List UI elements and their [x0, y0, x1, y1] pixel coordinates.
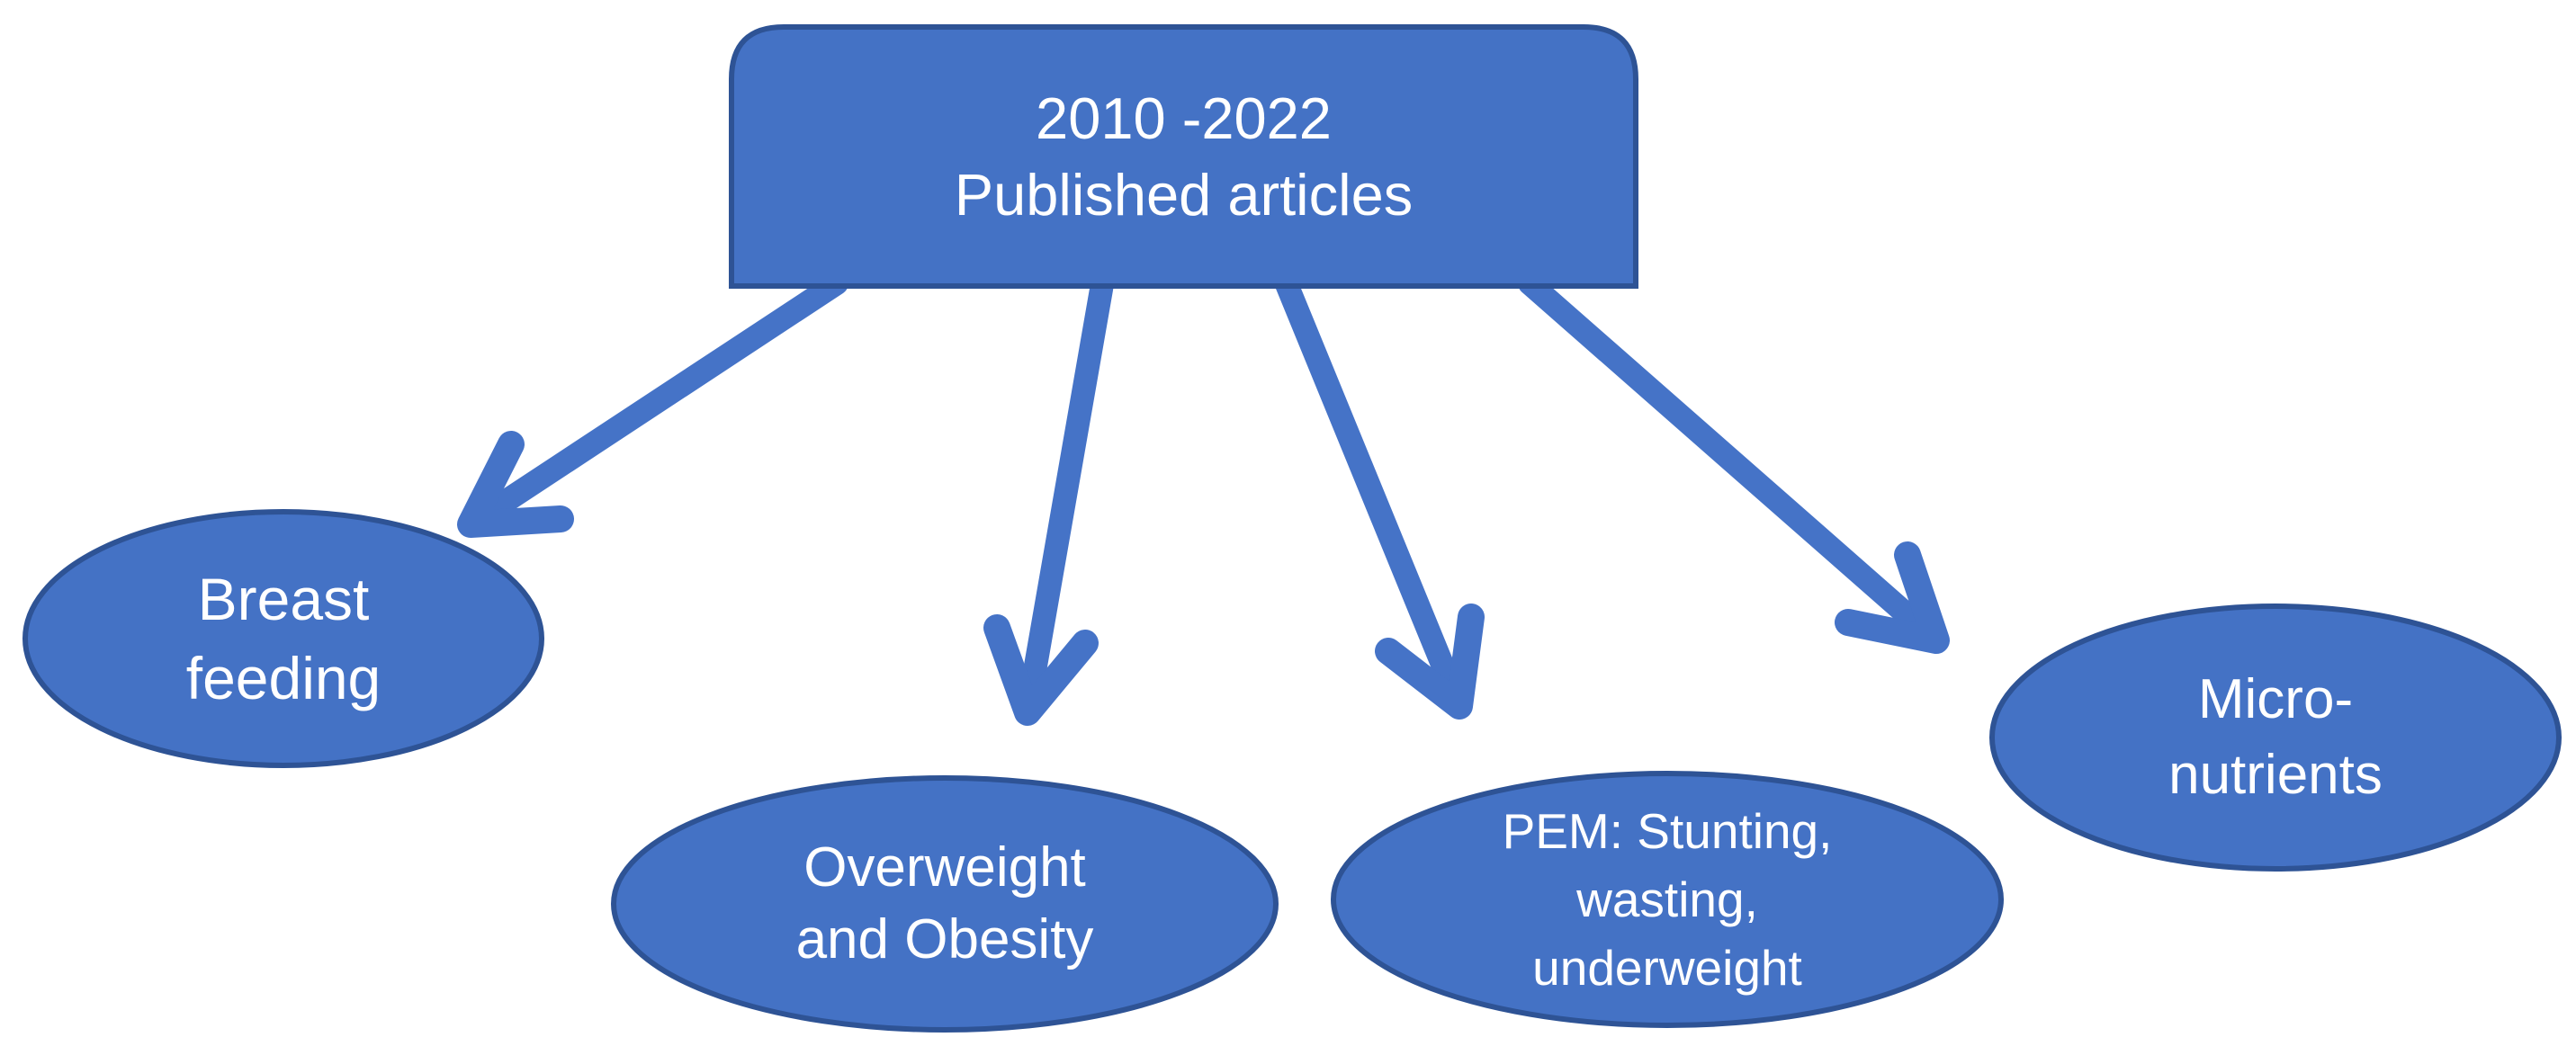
arrow-to-overweight-obesity: [983, 273, 1114, 726]
arrow-shaft: [1518, 272, 1948, 652]
pem-ellipse: [1331, 771, 2004, 1028]
arrow-head-icon: [983, 614, 1099, 726]
overweight-obesity-ellipse: [611, 775, 1279, 1033]
arrow-head-icon: [457, 431, 574, 538]
arrow-head-icon: [1835, 541, 1950, 654]
micronutrients-ellipse: [1989, 604, 2562, 872]
arrow-to-pem: [1275, 273, 1485, 720]
arrow-to-micronutrients: [1518, 272, 1950, 654]
arrow-shaft: [1016, 273, 1114, 724]
arrow-shaft: [459, 272, 848, 536]
arrow-to-breast-feeding: [457, 272, 848, 538]
published-articles-box: [729, 24, 1638, 289]
breast-feeding-ellipse: [22, 509, 544, 768]
arrow-head-icon: [1375, 604, 1485, 720]
arrow-shaft: [1275, 273, 1471, 718]
